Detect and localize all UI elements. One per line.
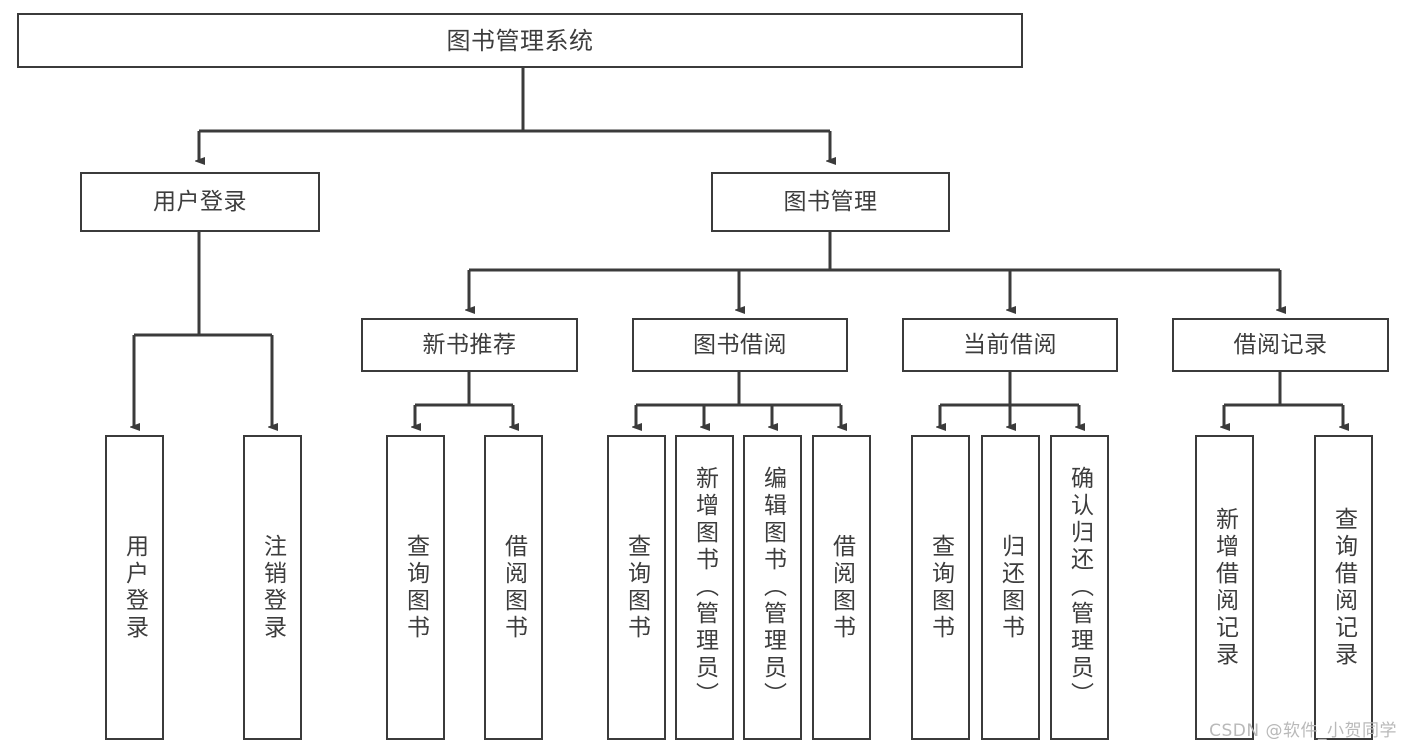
leaf-record-add-record[interactable]: 新增借阅记录 [1195,435,1254,740]
node-label: 图书管理 [783,188,878,215]
node-current-borrow[interactable]: 当前借阅 [902,318,1118,372]
node-label: 借阅图书 [828,533,855,642]
node-label: 编辑图书（管理员） [759,466,786,709]
node-label: 确认归还（管理员） [1066,466,1093,709]
leaf-record-query-record[interactable]: 查询借阅记录 [1314,435,1373,740]
leaf-current-confirm-return-admin[interactable]: 确认归还（管理员） [1050,435,1109,740]
node-label: 新增借阅记录 [1211,506,1238,669]
leaf-recommend-query-book[interactable]: 查询图书 [386,435,445,740]
node-label: 当前借阅 [963,331,1057,358]
leaf-borrow-edit-book-admin[interactable]: 编辑图书（管理员） [743,435,802,740]
leaf-current-return-book[interactable]: 归还图书 [981,435,1040,740]
leaf-recommend-borrow-book[interactable]: 借阅图书 [484,435,543,740]
leaf-user-logout[interactable]: 注销登录 [243,435,302,740]
node-label: 借阅图书 [500,533,527,642]
node-label: 查询借阅记录 [1330,506,1357,669]
node-label: 用户登录 [121,533,148,642]
node-new-book-recommend[interactable]: 新书推荐 [361,318,578,372]
node-label: 借阅记录 [1233,331,1328,358]
node-label: 用户登录 [153,188,247,215]
node-book-management[interactable]: 图书管理 [711,172,950,232]
watermark: CSDN @软件_小贺同学 [1209,721,1397,741]
node-label: 图书管理系统 [446,26,594,55]
node-label: 查询图书 [623,533,650,642]
node-label: 归还图书 [997,533,1024,642]
node-root-system[interactable]: 图书管理系统 [17,13,1023,68]
leaf-borrow-add-book-admin[interactable]: 新增图书（管理员） [675,435,734,740]
node-label: 注销登录 [259,533,286,642]
node-label: 新书推荐 [422,331,517,358]
node-label: 图书借阅 [693,331,787,358]
node-user-login[interactable]: 用户登录 [80,172,320,232]
node-book-borrow[interactable]: 图书借阅 [632,318,848,372]
leaf-borrow-query-book[interactable]: 查询图书 [607,435,666,740]
node-label: 新增图书（管理员） [691,466,718,709]
leaf-current-query-book[interactable]: 查询图书 [911,435,970,740]
leaf-borrow-borrow-book[interactable]: 借阅图书 [812,435,871,740]
node-borrow-record[interactable]: 借阅记录 [1172,318,1389,372]
node-label: 查询图书 [927,533,954,642]
leaf-user-login[interactable]: 用户登录 [105,435,164,740]
node-label: 查询图书 [402,533,429,642]
